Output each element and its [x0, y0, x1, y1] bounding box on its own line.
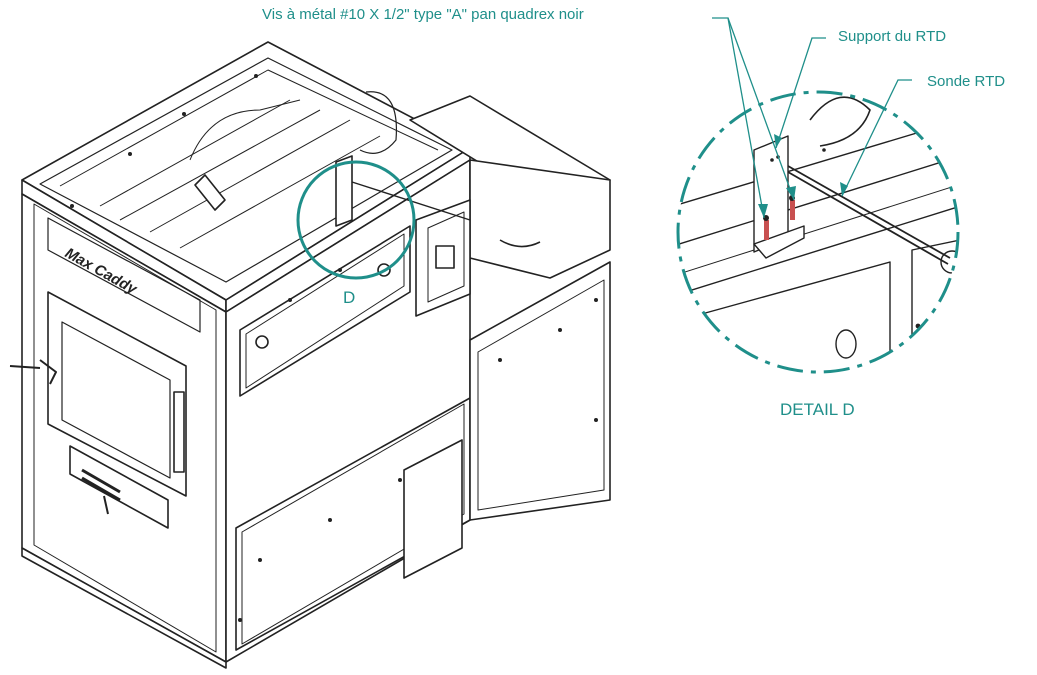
leader-lines: [712, 17, 912, 219]
detail-title: DETAIL D: [780, 400, 855, 419]
detail-view: [678, 92, 958, 372]
leader-arrowheads: [758, 134, 848, 218]
detail-callout-letter: D: [343, 288, 356, 307]
screw-callout-label: Vis à métal #10 X 1/2" type "A" pan quad…: [262, 6, 584, 23]
detail-circle: [676, 90, 960, 374]
panel-screws: [70, 74, 598, 622]
rtd-support-label: Support du RTD: [838, 28, 947, 45]
furnace-body: [9, 41, 611, 669]
detail-callout-circle: [296, 160, 416, 280]
rtd-probe-label: Sonde RTD: [927, 73, 1006, 90]
